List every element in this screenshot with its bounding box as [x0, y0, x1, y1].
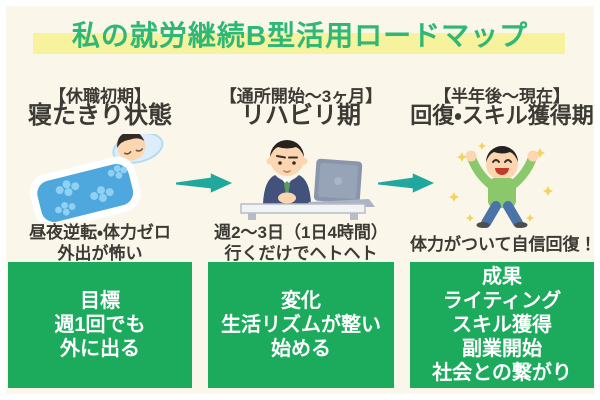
- box-line: 生活リズムが整い: [221, 314, 381, 336]
- arrow-right-icon: [378, 173, 435, 193]
- box-line: 変化: [281, 290, 321, 312]
- caption-line: 昼夜逆転・体力ゼロ: [29, 223, 171, 242]
- box-line: 社会との繋がり: [432, 362, 572, 384]
- stage-period-label: 【休職初期】: [49, 87, 151, 106]
- stage-column-rehab: 【通所開始〜3ヶ月】 リハビリ期: [208, 0, 394, 400]
- caption-line: 行くだけでヘトヘト: [224, 244, 378, 263]
- box-line: 始める: [271, 338, 331, 360]
- box-line: 週1回でも: [54, 314, 146, 336]
- box-line: 成果: [482, 266, 522, 288]
- stage-caption: 体力がついて自信回復！: [410, 234, 597, 255]
- stage-caption: 週2〜3日（1日4時間） 行くだけでヘトヘト: [208, 222, 394, 264]
- stage-name-label: 回復・スキル獲得期: [410, 103, 594, 128]
- stage-column-initial: 【休職初期】 寝たきり状態 昼夜逆転・体力ゼロ 外出が怖: [8, 0, 192, 400]
- arrow-right-icon: [176, 173, 233, 193]
- box-line: スキル獲得: [452, 314, 552, 336]
- stage-column-recovery: 【半年後〜現在】 回復・スキル獲得期: [410, 0, 597, 400]
- page-title: 私の就労継続B型活用ロードマップ: [71, 20, 529, 51]
- box-line: 副業開始: [462, 338, 542, 360]
- goal-box: 目標 週1回でも 外に出る: [8, 262, 192, 388]
- box-line: ライティング: [442, 290, 562, 312]
- caption-line: 体力がついて自信回復！: [410, 235, 597, 254]
- stage-period-label: 【半年後〜現在】: [434, 87, 570, 106]
- box-line: 外に出る: [60, 338, 140, 360]
- stage-name-label: 寝たきり状態: [28, 102, 172, 129]
- results-box: 成果 ライティング スキル獲得 副業開始 社会との繋がり: [410, 262, 594, 388]
- caption-line: 週2〜3日（1日4時間）: [214, 223, 388, 242]
- caption-line: 外出が怖い: [57, 244, 143, 263]
- stage-name-label: リハビリ期: [241, 102, 361, 129]
- stage-caption: 昼夜逆転・体力ゼロ 外出が怖い: [8, 222, 192, 264]
- stage-period-label: 【通所開始〜3ヶ月】: [219, 87, 383, 106]
- box-line: 目標: [80, 290, 120, 312]
- person-working-laptop-illustration: [240, 140, 375, 220]
- sleeping-person-illustration: [29, 134, 164, 222]
- cheering-person-illustration: [449, 142, 553, 228]
- title-highlight-bar: [33, 33, 565, 54]
- change-box: 変化 生活リズムが整い 始める: [208, 262, 394, 388]
